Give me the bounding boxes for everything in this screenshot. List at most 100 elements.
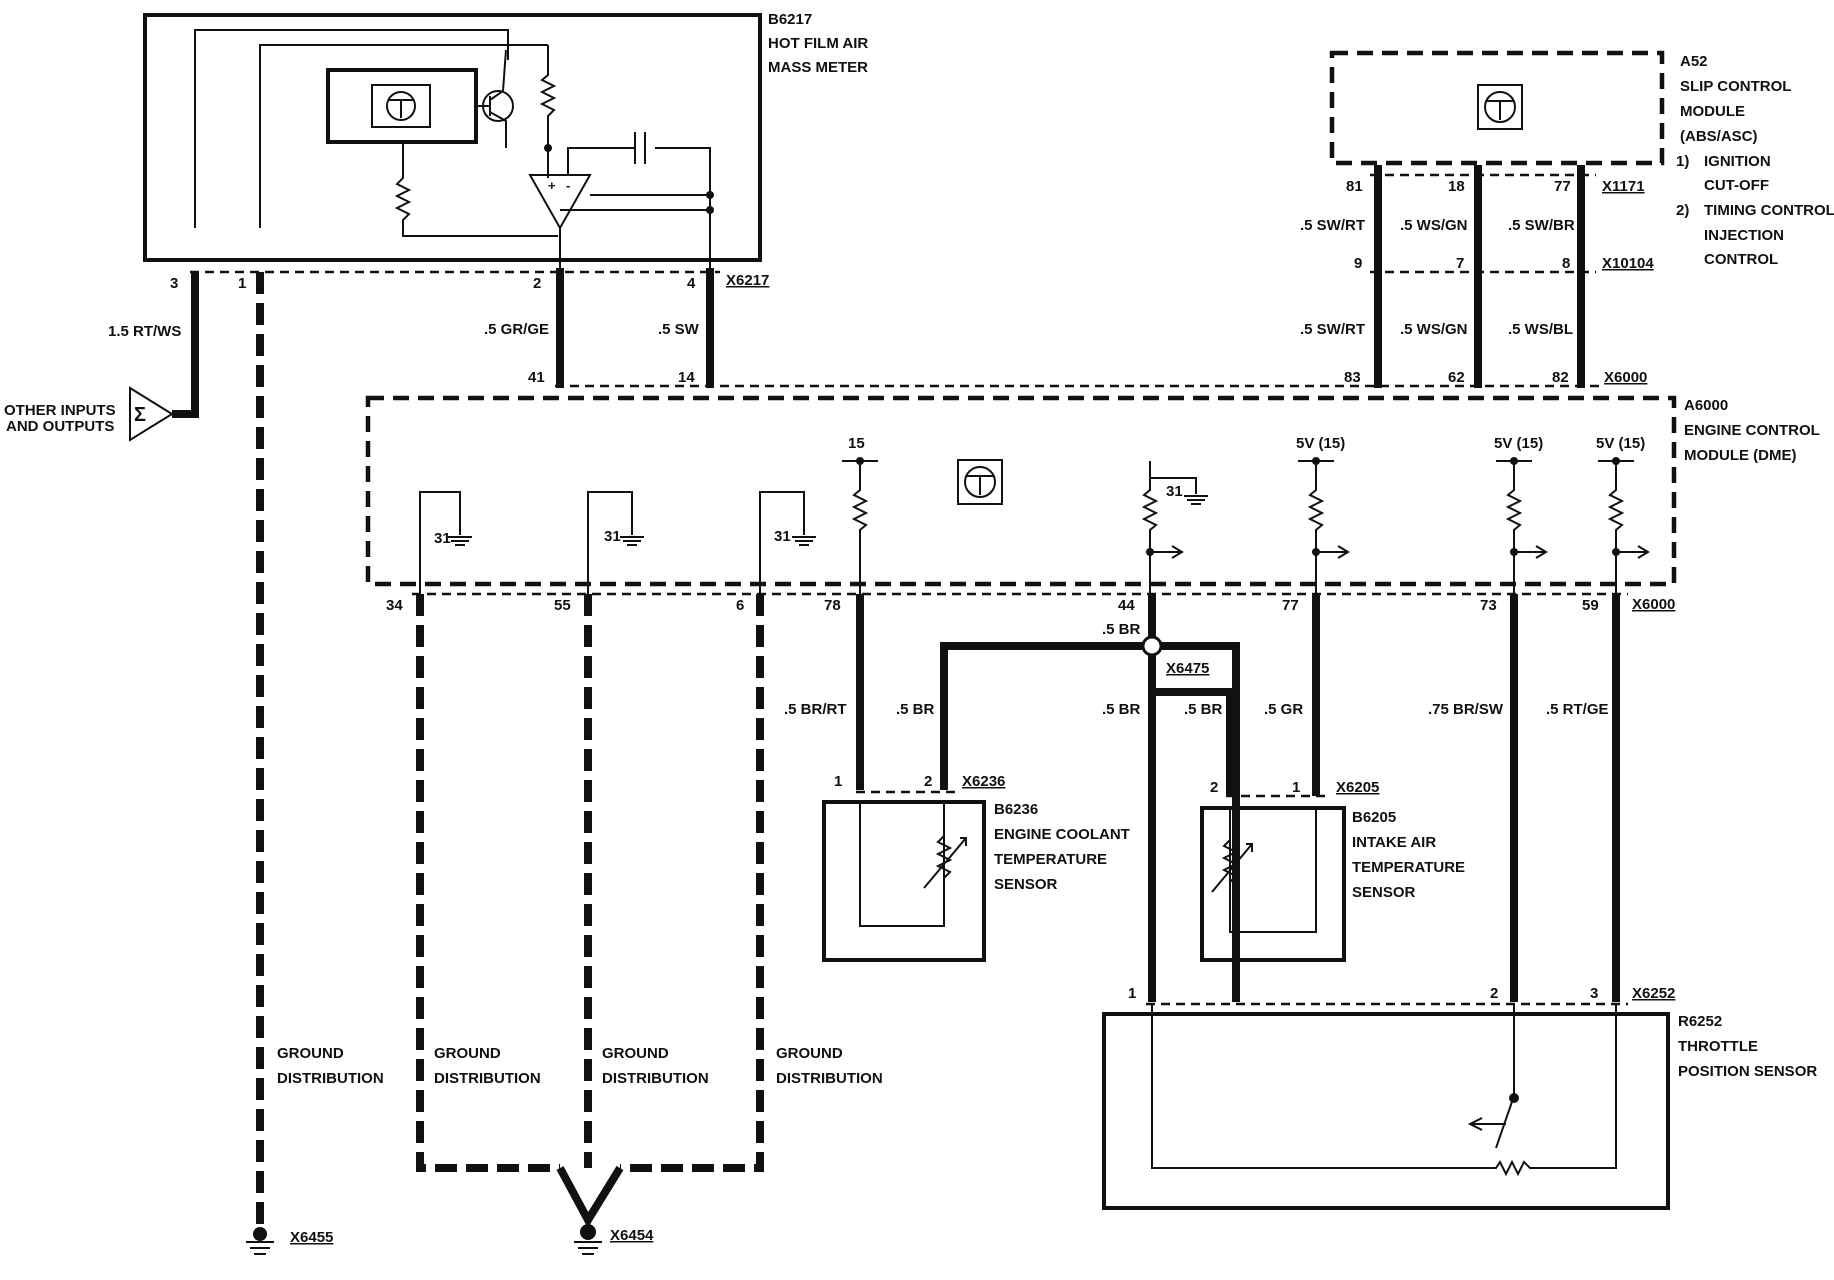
ecm-ground-31-d: 31 (1166, 483, 1183, 500)
pin-tps-1: 1 (1128, 985, 1136, 1002)
pin-ecm-14: 14 (678, 369, 695, 386)
wire-label-gr: .5 GR (1264, 701, 1303, 718)
pin-x10104-7: 7 (1456, 255, 1464, 272)
wire-br-iat (1148, 594, 1236, 650)
pin-ecm-59: 59 (1582, 597, 1599, 614)
maf-sensor: + - B6217 HOT FILM AIR MASS METER (143, 11, 868, 268)
ecm-ground-taps (419, 477, 1208, 594)
ground-label-4a: GROUND (776, 1045, 843, 1062)
connector-x1171: X1171 (1602, 178, 1645, 195)
pin-ecm-73: 73 (1480, 597, 1497, 614)
wire-label-br-44: .5 BR (1102, 701, 1141, 718)
wire-ground-merge (556, 1165, 624, 1229)
other-io-symbol: Σ (134, 404, 146, 426)
pin-ecm-78: 78 (824, 597, 841, 614)
maf-name-1: HOT FILM AIR (768, 35, 868, 52)
wire-rtws (172, 272, 199, 418)
other-io-label-2: AND OUTPUTS (6, 418, 114, 435)
slip-name-1: SLIP CONTROL (1680, 78, 1791, 95)
connector-x6252: X6252 (1632, 985, 1675, 1002)
slip-name-3: (ABS/ASC) (1680, 128, 1758, 145)
intake-name-3: SENSOR (1352, 884, 1416, 901)
wire-label-wsgn-a: .5 WS/GN (1400, 217, 1468, 234)
connector-x6455: X6455 (290, 1229, 333, 1246)
throttle-name-2: POSITION SENSOR (1678, 1063, 1817, 1080)
connector-x10104: X10104 (1602, 255, 1654, 272)
ecm-ground-31-c: 31 (774, 528, 791, 545)
wire-ground-6 (620, 594, 764, 1172)
slip-note-1-num: 1) (1676, 153, 1689, 170)
ecm-supply-5v-a: 5V (15) (1296, 435, 1345, 452)
wire-label-swrt-b: .5 SW/RT (1300, 321, 1365, 338)
pin-slip-18: 18 (1448, 178, 1465, 195)
pin-slip-77: 77 (1554, 178, 1571, 195)
pin-x10104-9: 9 (1354, 255, 1362, 272)
splice-x6475 (1141, 635, 1163, 657)
pin-tps-2: 2 (1490, 985, 1498, 1002)
intake-name-1: INTAKE AIR (1352, 834, 1436, 851)
slip-note-2-line3: CONTROL (1704, 251, 1778, 268)
ground-symbol-x6454 (574, 1224, 602, 1255)
pin-ecm-62: 62 (1448, 369, 1465, 386)
pin-ecm-34: 34 (386, 597, 403, 614)
coolant-name-2: TEMPERATURE (994, 851, 1107, 868)
intake-id: B6205 (1352, 809, 1396, 826)
pin-x10104-8: 8 (1562, 255, 1570, 272)
pin-ecm-77: 77 (1282, 597, 1299, 614)
pin-tps-3: 3 (1590, 985, 1598, 1002)
coolant-sensor (822, 800, 986, 962)
throttle-id: R6252 (1678, 1013, 1722, 1030)
wire-label-brrt: .5 BR/RT (784, 701, 847, 718)
svg-text:-: - (566, 178, 570, 193)
intake-name-2: TEMPERATURE (1352, 859, 1465, 876)
ground-label-2a: GROUND (434, 1045, 501, 1062)
slip-id: A52 (1680, 53, 1708, 70)
ecm-supply-5v-c: 5V (15) (1596, 435, 1645, 452)
ecm-name-1: ENGINE CONTROL (1684, 422, 1820, 439)
wire-ground-34 (416, 594, 560, 1172)
wire-label-swbr: .5 SW/BR (1508, 217, 1575, 234)
pin-cts-2: 2 (924, 773, 932, 790)
pin-ecm-41: 41 (528, 369, 545, 386)
wire-label-grge: .5 GR/GE (484, 321, 549, 338)
ground-label-2b: DISTRIBUTION (434, 1070, 541, 1087)
ecm-supply-5v-b: 5V (15) (1494, 435, 1543, 452)
intake-air-sensor (1200, 806, 1346, 962)
ecm-supply-15: 15 (848, 435, 865, 452)
wire-label-rtge: .5 RT/GE (1546, 701, 1609, 718)
ground-label-3b: DISTRIBUTION (602, 1070, 709, 1087)
ecm-id: A6000 (1684, 397, 1728, 414)
connector-x6475: X6475 (1166, 660, 1209, 677)
connector-x6000-bottom: X6000 (1632, 596, 1675, 613)
connector-x6000-top: X6000 (1604, 369, 1647, 386)
ground-label-1a: GROUND (277, 1045, 344, 1062)
slip-note-1-line1: IGNITION (1704, 153, 1771, 170)
wire-label-wsgn-b: .5 WS/GN (1400, 321, 1468, 338)
connector-x6454: X6454 (610, 1227, 654, 1244)
wire-label-rtws: 1.5 RT/WS (108, 323, 181, 340)
throttle-position-sensor (1102, 1004, 1670, 1210)
wire-br-iat-pin2 (1152, 688, 1234, 796)
ecm-ground-31-a: 31 (434, 530, 451, 547)
pin-maf-3: 3 (170, 275, 178, 292)
wire-br-cts (940, 642, 1240, 1002)
pin-cts-1: 1 (834, 773, 842, 790)
pin-slip-81: 81 (1346, 178, 1363, 195)
ecm-name-2: MODULE (DME) (1684, 447, 1797, 464)
slip-control-module (1329, 50, 1665, 166)
connector-x6205: X6205 (1336, 779, 1379, 796)
connector-x6217: X6217 (726, 272, 769, 289)
wire-label-sw: .5 SW (658, 321, 700, 338)
pin-ecm-6: 6 (736, 597, 744, 614)
slip-note-2-line2: INJECTION (1704, 227, 1784, 244)
coolant-id: B6236 (994, 801, 1038, 818)
wire-label-br-top: .5 BR (1102, 621, 1141, 638)
ground-label-3a: GROUND (602, 1045, 669, 1062)
pin-iat-1: 1 (1292, 779, 1300, 796)
pin-ecm-55: 55 (554, 597, 571, 614)
pin-ecm-44: 44 (1118, 597, 1135, 614)
ground-label-1b: DISTRIBUTION (277, 1070, 384, 1087)
wire-label-wsbl: .5 WS/BL (1508, 321, 1573, 338)
ecm-supply-resistors (842, 457, 1650, 594)
